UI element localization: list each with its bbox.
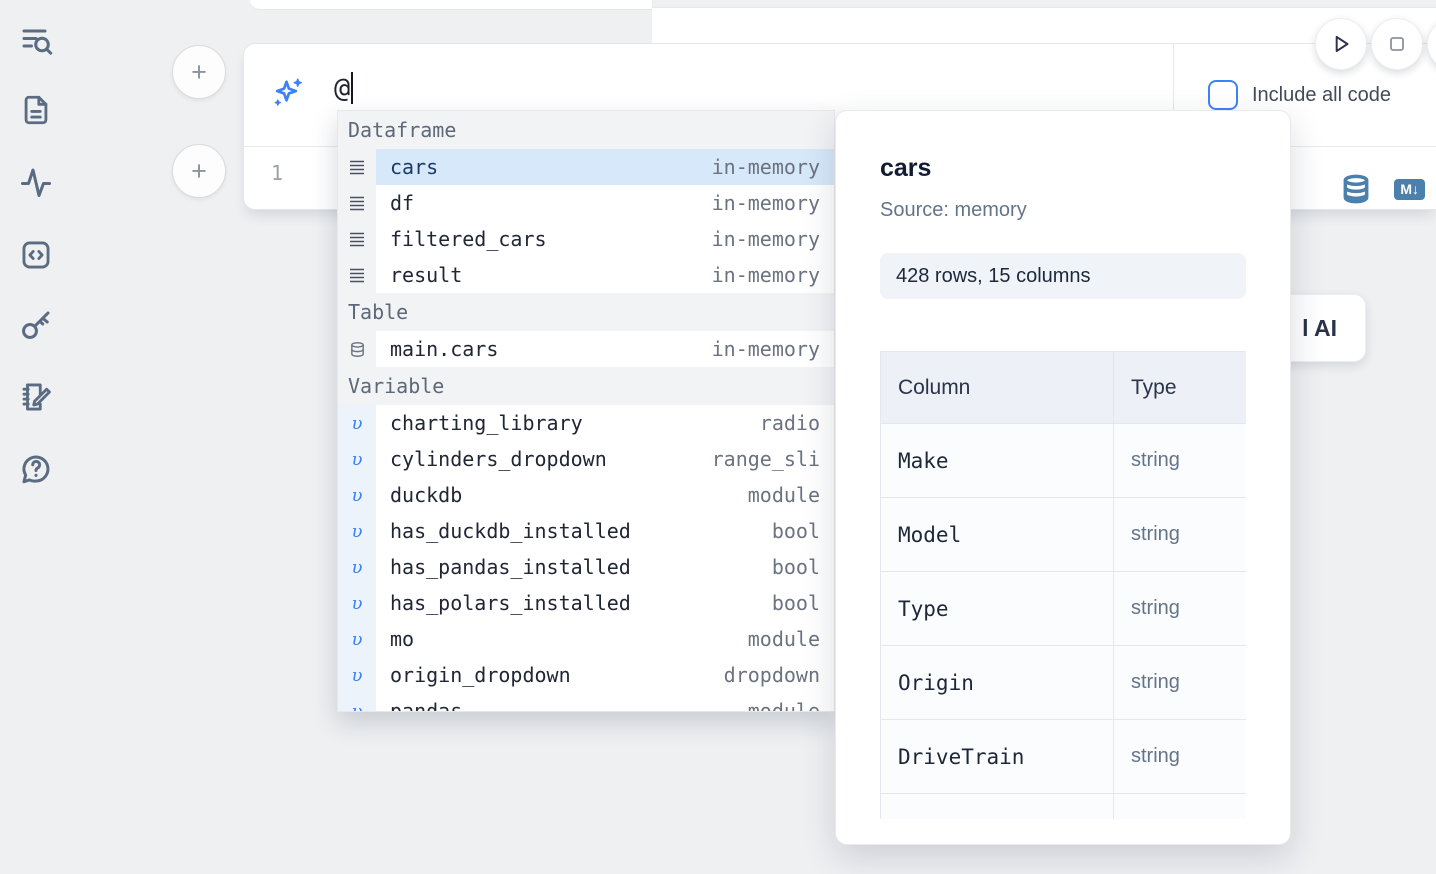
list-search-icon[interactable] — [16, 20, 56, 60]
table-row: Make string — [880, 423, 1246, 498]
schema-header-row: Column Type — [880, 351, 1246, 424]
database-icon[interactable] — [1340, 173, 1372, 205]
section-header-dataframe: Dataframe — [338, 111, 834, 149]
schema-table-wrap: Column Type Make string Model string Typ… — [880, 351, 1246, 819]
schema-header-column: Column — [880, 351, 1114, 424]
section-header-table: Table — [338, 293, 834, 331]
variable-icon: υ — [338, 693, 376, 711]
previous-cell-bottom — [250, 0, 653, 10]
text-cursor — [351, 72, 354, 104]
ai-prompt-input[interactable]: @ — [334, 72, 354, 104]
table-database-icon — [338, 331, 376, 367]
dataframe-detail-popup: cars Source: memory 428 rows, 15 columns… — [835, 110, 1291, 845]
stop-button[interactable] — [1371, 18, 1423, 70]
include-all-code-checkbox[interactable] — [1208, 80, 1238, 110]
variable-icon: υ — [338, 513, 376, 549]
popup-source: Source: memory — [880, 199, 1027, 221]
notebook-edit-icon[interactable] — [16, 377, 56, 417]
table-row: Model string — [880, 497, 1246, 572]
key-icon[interactable] — [16, 305, 56, 345]
variable-icon: υ — [338, 621, 376, 657]
activity-icon[interactable] — [16, 162, 56, 202]
dataframe-rows-icon — [338, 257, 376, 293]
table-row-clipped — [880, 793, 1246, 819]
dataframe-rows-icon — [338, 149, 376, 185]
include-all-code-label[interactable]: Include all code — [1252, 83, 1391, 106]
variable-icon: υ — [338, 477, 376, 513]
popup-title: cars — [880, 154, 932, 182]
add-cell-button-bottom[interactable]: + — [172, 144, 226, 198]
variable-icon: υ — [338, 405, 376, 441]
popup-shape-badge: 428 rows, 15 columns — [880, 253, 1246, 299]
variable-icon: υ — [338, 585, 376, 621]
variable-icon: υ — [338, 657, 376, 693]
code-snippets-icon[interactable] — [16, 235, 56, 275]
dataframe-rows-icon — [338, 185, 376, 221]
section-header-variable: Variable — [338, 367, 834, 405]
table-row: Origin string — [880, 645, 1246, 720]
ai-prompt-row: @ Include all code — [244, 44, 1436, 146]
table-row: DriveTrain string — [880, 719, 1246, 794]
include-code-area: Include all code — [1173, 44, 1436, 146]
variable-icon: υ — [338, 549, 376, 585]
file-document-icon[interactable] — [16, 90, 56, 130]
table-row: Type string — [880, 571, 1246, 646]
dataframe-rows-icon — [338, 221, 376, 257]
help-chat-icon[interactable] — [16, 449, 56, 489]
run-cell-button[interactable] — [1315, 18, 1367, 70]
schema-table: Column Type Make string Model string Typ… — [880, 351, 1246, 819]
markdown-icon[interactable]: M↓ — [1394, 178, 1425, 200]
schema-header-type: Type — [1113, 351, 1246, 424]
left-sidebar — [0, 0, 72, 874]
variable-icon: υ — [338, 441, 376, 477]
line-number: 1 — [271, 161, 284, 185]
ai-prompt-value: @ — [334, 72, 351, 104]
add-cell-button-top[interactable]: + — [172, 45, 226, 99]
sparkles-icon — [270, 75, 306, 111]
ai-button-label: l AI — [1302, 314, 1337, 341]
